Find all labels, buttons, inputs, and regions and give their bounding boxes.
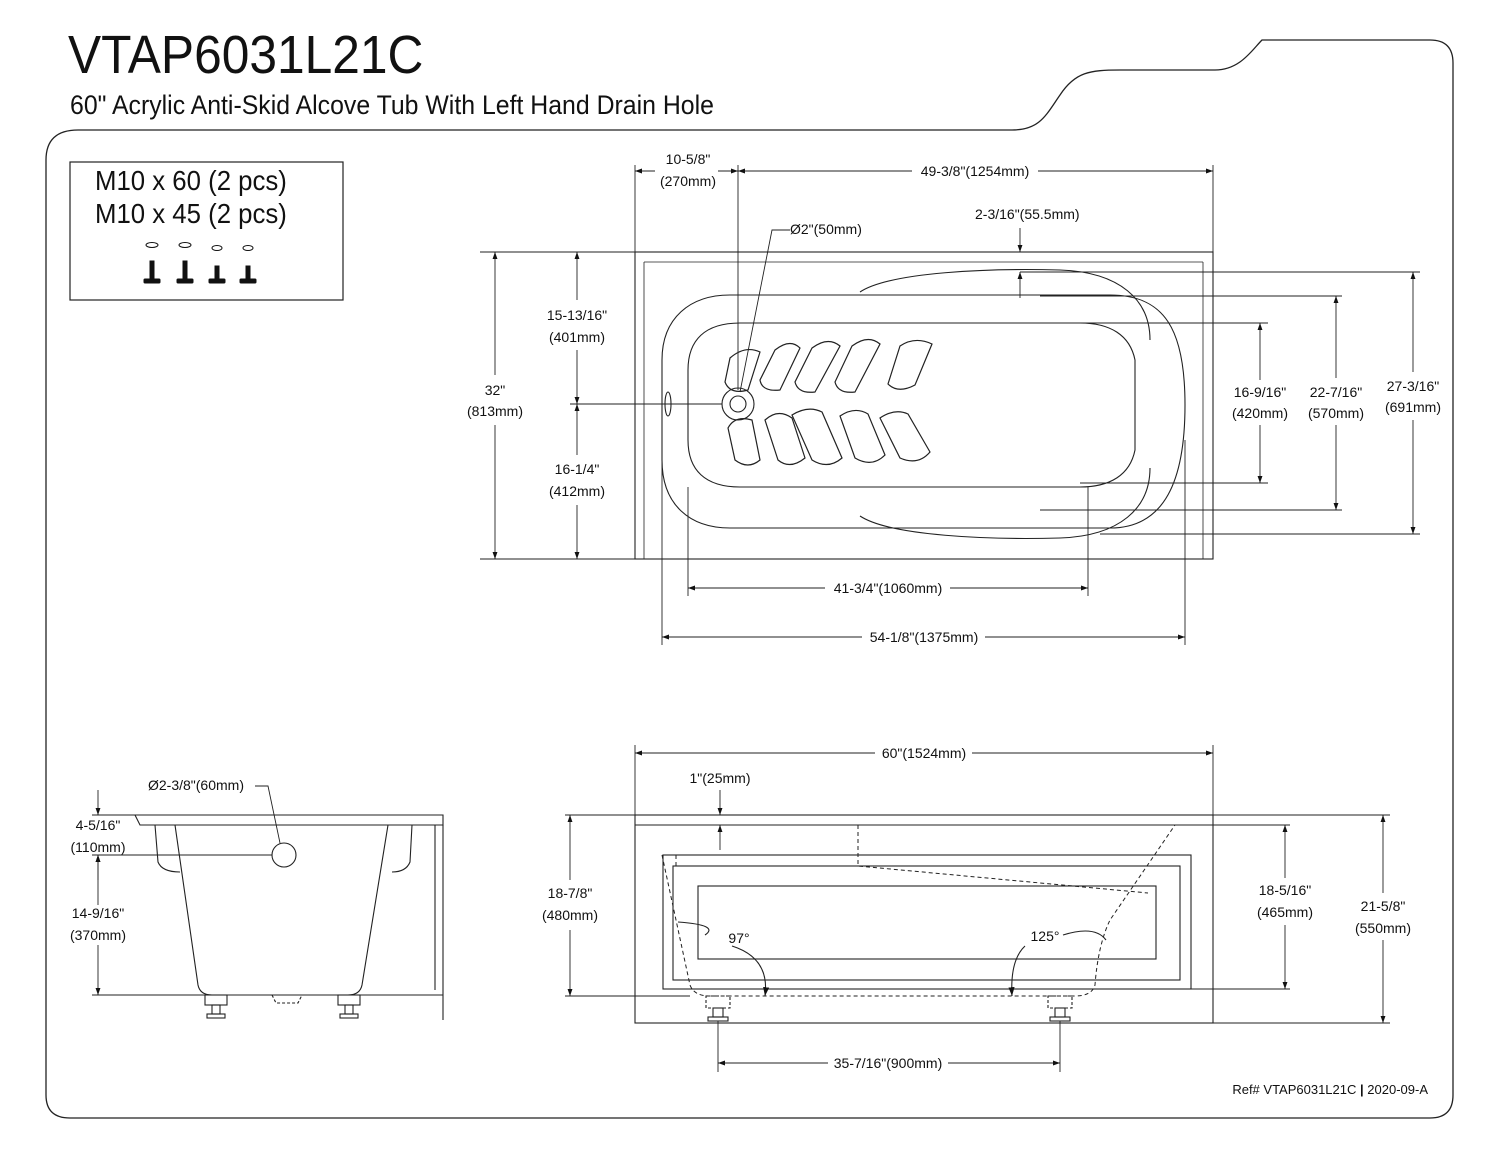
top-view — [634, 251, 1214, 560]
dim-inner-len: 54-1/8"(1375mm) — [870, 629, 978, 645]
dim-left-offset: 10-5/8" — [666, 151, 711, 167]
front-apron-mid — [672, 865, 1181, 981]
side-feet — [204, 994, 361, 1019]
angle-left: 97° — [728, 930, 749, 946]
angle-arc-left — [677, 921, 766, 996]
side-view — [134, 814, 444, 1020]
reference-number: Ref# VTAP6031L21C — [1232, 1082, 1357, 1097]
dim-height-right: 18-5/16" — [1259, 882, 1311, 898]
dim-inner-w1-mm: (420mm) — [1232, 405, 1288, 421]
reference-separator: | — [1360, 1082, 1364, 1097]
screw-icon-2 — [176, 242, 194, 284]
dim-total-height-mm: (550mm) — [1355, 920, 1411, 936]
dim-inner-w1: 16-9/16" — [1234, 384, 1286, 400]
dim-bottom-len: 41-3/4"(1060mm) — [834, 580, 942, 596]
front-feet — [705, 995, 1073, 1022]
side-rim — [134, 814, 444, 826]
reference-footer: Ref# VTAP6031L21C | 2020-09-A — [1232, 1082, 1428, 1097]
dim-feet-spacing: 35-7/16"(900mm) — [834, 1055, 942, 1071]
overflow-hole — [271, 842, 297, 868]
dim-inner-w2: 22-7/16" — [1310, 384, 1362, 400]
dim-upper-half: 15-13/16" — [547, 307, 607, 323]
screw-icons — [143, 242, 257, 284]
side-view-labels: Ø2-3/8"(60mm) 4-5/16" (110mm) 14-9/16" (… — [70, 777, 244, 943]
basin-outer — [661, 294, 1186, 529]
dim-rim-gap: 2-3/16"(55.5mm) — [975, 206, 1080, 222]
angle-right: 125° — [1031, 928, 1060, 944]
basin-step — [859, 268, 1151, 540]
dim-total-width-mm: (813mm) — [467, 403, 523, 419]
front-tub-hidden — [661, 824, 1176, 997]
front-view-dimensions — [565, 745, 1390, 1072]
dim-height-left-mm: (480mm) — [542, 907, 598, 923]
anti-skid-pads — [724, 338, 933, 466]
dim-rim-thickness: 1"(25mm) — [690, 770, 751, 786]
dim-depth: 14-9/16" — [72, 905, 124, 921]
front-apron-inner — [697, 885, 1157, 960]
side-tub-body — [174, 824, 389, 996]
dim-lower-half-mm: (412mm) — [549, 483, 605, 499]
dim-drain-dia: Ø2"(50mm) — [790, 221, 862, 237]
hardware-box — [69, 161, 344, 301]
drain-hole — [721, 387, 755, 421]
dim-lower-half: 16-1/4" — [555, 461, 600, 477]
screw-icon-4 — [239, 245, 257, 284]
dim-inner-w3-mm: (691mm) — [1385, 399, 1441, 415]
side-view-dimensions — [92, 785, 281, 996]
dim-total-width: 32" — [485, 382, 506, 398]
front-outer — [634, 814, 1214, 1024]
angle-arc-right — [1012, 930, 1107, 996]
dim-inner-w3: 27-3/16" — [1387, 378, 1439, 394]
top-view-labels: 10-5/8" (270mm) 49-3/8"(1254mm) Ø2"(50mm… — [467, 151, 1441, 645]
dim-inner-w2-mm: (570mm) — [1308, 405, 1364, 421]
front-apron-outer — [662, 854, 1192, 990]
front-view — [634, 814, 1214, 1024]
dim-left-offset-mm: (270mm) — [660, 173, 716, 189]
front-view-labels: 60"(1524mm) 1"(25mm) 18-7/8" (480mm) 97°… — [542, 745, 1411, 1071]
dim-depth-mm: (370mm) — [70, 927, 126, 943]
screw-icon-3 — [208, 245, 226, 284]
dim-overflow-height: 4-5/16" — [76, 817, 121, 833]
dim-total-height: 21-5/8" — [1361, 898, 1406, 914]
screw-icon-1 — [143, 242, 161, 284]
dim-height-right-mm: (465mm) — [1257, 904, 1313, 920]
page-subtitle: 60" Acrylic Anti-Skid Alcove Tub With Le… — [70, 90, 714, 120]
dim-overflow-height-mm: (110mm) — [71, 839, 126, 855]
dim-upper-half-mm: (401mm) — [549, 329, 605, 345]
hardware-line-1: M10 x 60 (2 pcs) — [95, 165, 287, 196]
basin-bottom — [687, 322, 1136, 488]
dim-total-length: 60"(1524mm) — [882, 745, 966, 761]
dim-height-left: 18-7/8" — [548, 885, 593, 901]
dim-overflow-dia: Ø2-3/8"(60mm) — [148, 777, 244, 793]
sheet-border — [45, 39, 1454, 1119]
top-view-dimensions — [480, 165, 1420, 645]
hardware-line-2: M10 x 45 (2 pcs) — [95, 198, 287, 229]
page-title: VTAP6031L21C — [68, 25, 424, 85]
reference-date: 2020-09-A — [1367, 1082, 1428, 1097]
tub-outer-rim — [634, 251, 1214, 560]
dim-top-length: 49-3/8"(1254mm) — [921, 163, 1029, 179]
